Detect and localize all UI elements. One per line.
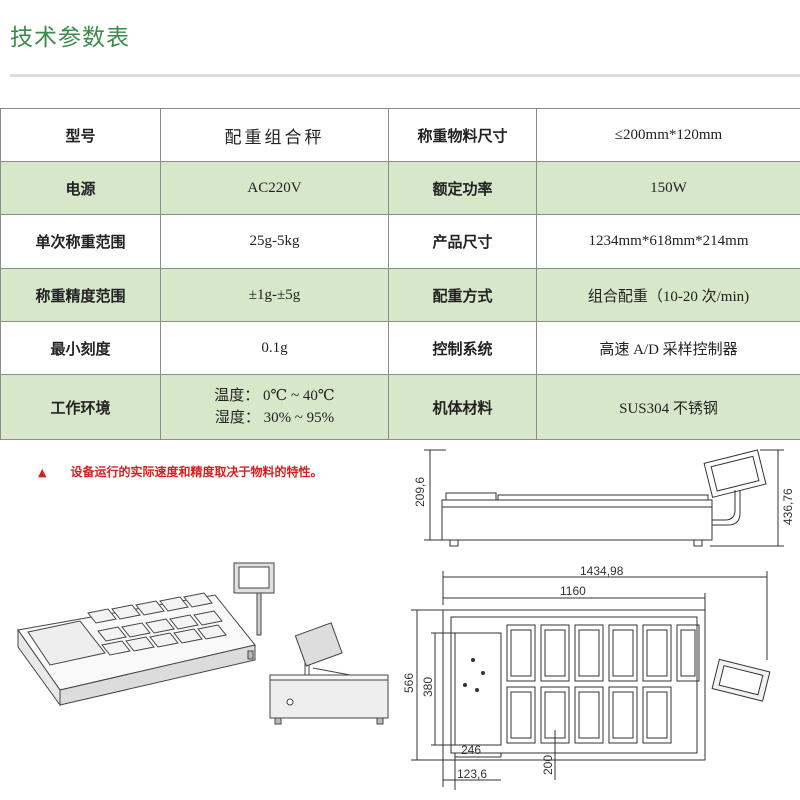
spec-label: 工作环境 (0, 374, 161, 440)
env-temperature: 温度： 0℃ ~ 40℃ (214, 388, 335, 404)
spec-value: ≤200mm*120mm (536, 108, 800, 162)
spec-value: 25g-5kg (160, 214, 389, 269)
table-row: 单次称重范围 25g-5kg 产品尺寸 1234mm*618mm*214mm (0, 214, 800, 269)
spec-label: 额定功率 (388, 161, 537, 215)
table-row: 电源 AC220V 额定功率 150W (0, 161, 800, 215)
dim-total-width: 1434,98 (580, 564, 624, 578)
spec-label: 电源 (0, 161, 161, 215)
spec-label: 称重精度范围 (0, 268, 161, 322)
table-row: 型号 配重组合秤 称重物料尺寸 ≤200mm*120mm (0, 108, 800, 162)
dim-tray-offset: 200 (541, 755, 555, 775)
spec-label: 配重方式 (388, 268, 537, 322)
table-row: 最小刻度 0.1g 控制系统 高速 A/D 采样控制器 (0, 321, 800, 375)
spec-label: 控制系统 (388, 321, 537, 375)
spec-value: AC220V (160, 161, 389, 215)
dim-side-height: 209,6 (413, 477, 427, 507)
table-row: 称重精度范围 ±1g-±5g 配重方式 组合配重（10-20 次/min) (0, 268, 800, 322)
spec-value: 高速 A/D 采样控制器 (536, 321, 800, 375)
spec-label: 称重物料尺寸 (388, 108, 537, 162)
title-divider (10, 74, 800, 77)
env-humidity: 湿度： 30% ~ 95% (214, 410, 335, 426)
spec-label: 型号 (0, 108, 161, 162)
spec-label: 单次称重范围 (0, 214, 161, 269)
dim-edge-offset: 123,6 (457, 767, 487, 781)
side-mechanism-illustration (269, 622, 389, 725)
warning-icon: ▲ (38, 466, 47, 479)
side-view-drawing: 209,6 436,76 (413, 449, 795, 547)
spec-label: 产品尺寸 (388, 214, 537, 269)
spec-value: ±1g-±5g (160, 268, 389, 322)
dim-tray-width: 246 (461, 743, 481, 757)
dim-overall-depth: 566 (402, 673, 416, 693)
spec-value: 1234mm*618mm*214mm (536, 214, 800, 269)
spec-table: 型号 配重组合秤 称重物料尺寸 ≤200mm*120mm 电源 AC220V 额… (0, 108, 800, 440)
spec-value: 150W (536, 161, 800, 215)
spec-label: 最小刻度 (0, 321, 161, 375)
table-row: 工作环境 温度： 0℃ ~ 40℃ 湿度： 30% ~ 95% 机体材料 SUS… (0, 374, 800, 440)
spec-value: 温度： 0℃ ~ 40℃ 湿度： 30% ~ 95% (160, 374, 389, 440)
note: ▲ 设备运行的实际速度和精度取决于物料的特性。 (38, 463, 322, 480)
dim-body-width: 1160 (560, 584, 586, 598)
spec-value: 0.1g (160, 321, 389, 375)
spec-label: 机体材料 (388, 374, 537, 440)
note-text: 设备运行的实际速度和精度取决于物料的特性。 (70, 465, 323, 479)
top-view-drawing: 1434,98 1160 566 380 246 200 123,6 (402, 564, 771, 790)
dim-tray-depth: 380 (421, 677, 435, 697)
spec-value: 配重组合秤 (160, 108, 389, 162)
page-title: 技术参数表 (10, 25, 130, 51)
spec-value: 组合配重（10-20 次/min) (536, 268, 800, 322)
isometric-machine-illustration (17, 562, 275, 707)
spec-value: SUS304 不锈钢 (536, 374, 800, 440)
dim-total-height: 436,76 (781, 488, 795, 525)
